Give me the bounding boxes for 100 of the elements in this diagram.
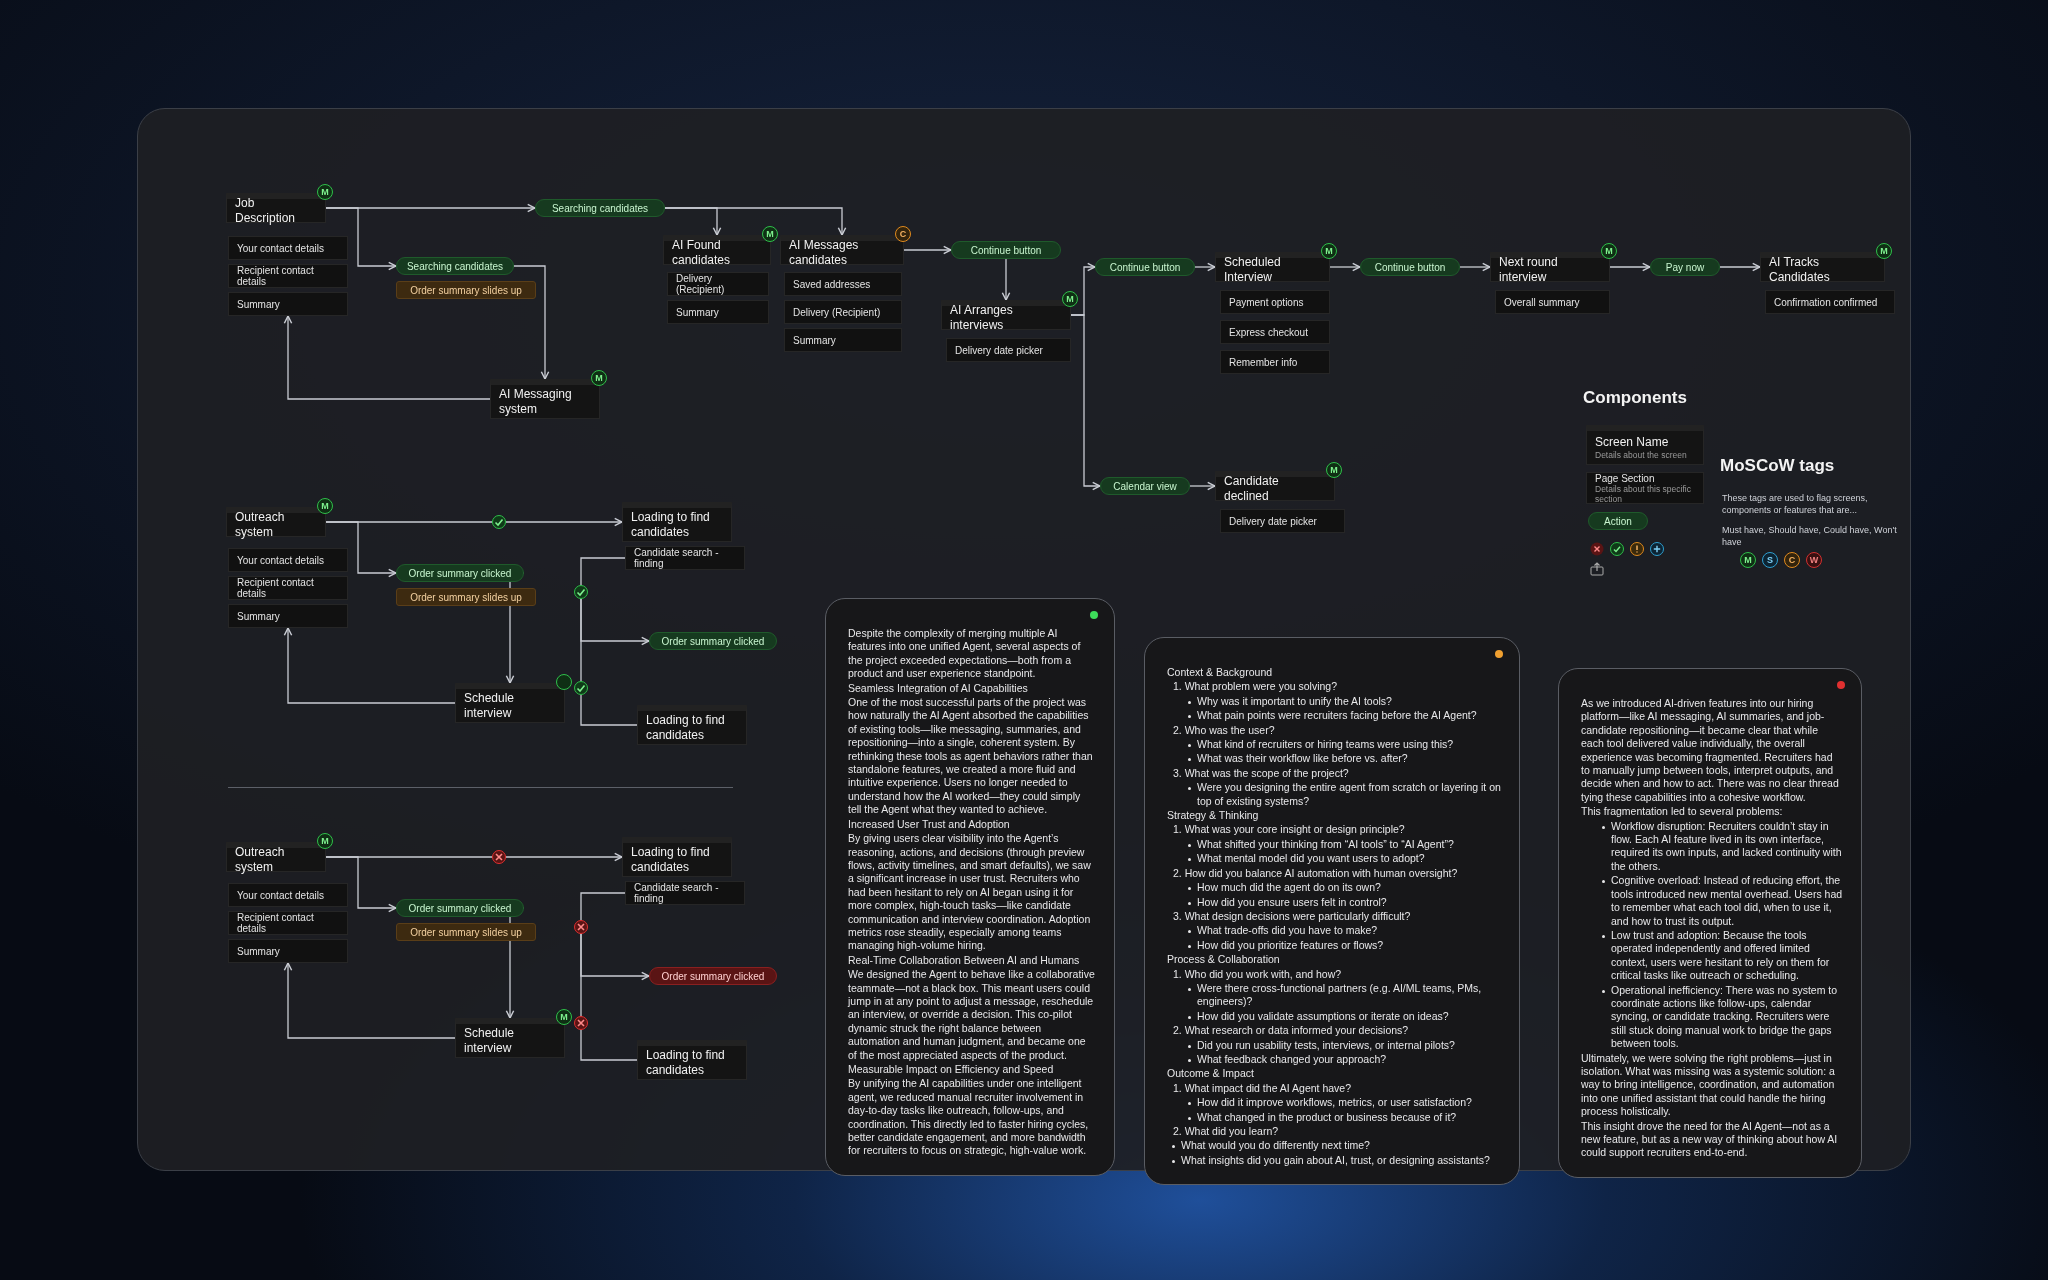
arrow <box>283 315 491 400</box>
bullet-item: Did you run usability tests, interviews, or internal pilots? <box>1167 1038 1501 1052</box>
arrow <box>1194 262 1216 272</box>
action-pill: Order summary clicked <box>649 967 777 985</box>
bullet-item: What feedback changed your approach? <box>1167 1052 1501 1067</box>
arrow <box>1609 262 1651 272</box>
section-card: Recipient contact details <box>228 576 348 600</box>
paragraph: Seamless Integration of AI Capabilities <box>848 681 1029 696</box>
numbered-item: 1. What impact did the AI Agent have? <box>1172 1081 1353 1096</box>
description-text: These tags are used to flag screens, components or features that are... <box>1722 492 1869 517</box>
paragraph: Real-Time Collaboration Between AI and Humans <box>848 953 1081 968</box>
section-card: Delivery (Recipient) <box>667 272 769 296</box>
bullet-item: Were you designing the entire agent from scratch or layering it on top of existing systems? <box>1167 781 1501 809</box>
section-card: Your contact details <box>228 236 348 260</box>
connector-line <box>580 557 626 586</box>
section-card: Delivery date picker <box>1220 509 1345 533</box>
arrow <box>325 521 397 578</box>
section-card: Recipient contact details <box>228 911 348 935</box>
section-card: Summary <box>228 292 348 316</box>
status-pill: Order summary slides up <box>396 923 536 941</box>
connector-line <box>580 892 626 921</box>
paragraph: By unifying the AI capabilities under one intelligent agent, we reduced manual recruiter involvement in day-to-day tasks like outreach, follow-ups, and coordination. This directly led to faster hiring cycles, better candidate engagement, and more bandwidth for recruiters to focus on strategic, high-value work. <box>848 1077 1090 1158</box>
numbered-item: 2. How did you balance AI automation with human oversight? <box>1172 866 1459 881</box>
paragraph: We designed the Agent to behave like a collaborative teammate—not a black box. This meant users could jump in at any point to adjust a message, reschedule an interview, or override a decision. This co-pilot dynamic struck the right balance between automation and human judgment, and became one of the most appreciated aspects of the product. <box>848 968 1096 1062</box>
action-pill: Pay now <box>1650 258 1720 276</box>
screen-description: Details about the screen <box>1595 449 1687 460</box>
section-card: Recipient contact details <box>228 264 348 288</box>
section-heading: Components <box>1583 388 1688 408</box>
section-card: Candidate search - finding <box>625 546 745 570</box>
section-card: Summary <box>667 300 769 324</box>
connector-line <box>580 933 582 1017</box>
bullet-item: What pain points were recruiters facing before the AI Agent? <box>1167 709 1501 723</box>
section-card: Express checkout <box>1220 320 1330 344</box>
section-card: Delivery (Recipient) <box>784 300 902 324</box>
arrow <box>325 856 397 913</box>
arrow <box>1001 258 1011 301</box>
section-heading: MoSCoW tags <box>1720 456 1836 476</box>
bullet-item: What mental model did you want users to adopt? <box>1167 852 1501 866</box>
action-pill: Action <box>1588 512 1648 530</box>
paragraph: By giving users clear visibility into the Agent’s reasoning, actions, and decisions (through preview flows, activity timelines, and smart defaults), we saw a significant increase in user trust. Recruiters who had been hesitant to rely on AI began using it for more complex, high-touch tasks—like candidate communication and interview coordination. Adoption metrics rose steadily, especially among teams managing high-volume hiring. <box>848 832 1092 953</box>
paragraph: Outcome & Impact <box>1167 1067 1255 1081</box>
description-text: Must have, Should have, Could have, Won't have <box>1722 524 1898 549</box>
action-pill: Searching candidates <box>396 257 514 275</box>
bullet-item: What kind of recruiters or hiring teams were using this? <box>1167 738 1501 752</box>
arrow <box>1189 481 1216 491</box>
arrow <box>664 207 847 236</box>
section-card: Summary <box>228 604 348 628</box>
connector-line <box>580 1029 638 1061</box>
arrow <box>1070 314 1101 491</box>
screen-card: Schedule interview <box>455 683 565 723</box>
numbered-item: 3. What was the scope of the project? <box>1172 766 1350 781</box>
action-pill: Continue button <box>1095 258 1195 276</box>
arrow <box>1329 262 1361 272</box>
screen-description: Details about this specific section <box>1595 483 1692 504</box>
arrow <box>1719 262 1761 272</box>
section-card: Your contact details <box>228 548 348 572</box>
screen-title: Screen Name <box>1595 435 1669 450</box>
screen-title: Page Section <box>1595 472 1655 484</box>
numbered-item: 2. What research or data informed your decisions? <box>1172 1024 1410 1038</box>
bullet-item: Workflow disruption: Recruiters couldn’t stay in flow. Each AI feature lived in its own interface, required its own inputs, and lacked continuity with the others. <box>1581 819 1843 874</box>
action-pill: Order summary clicked <box>396 899 524 917</box>
numbered-item: 1. What problem were you solving? <box>1172 680 1338 694</box>
arrow <box>903 245 952 255</box>
bullet-item: Low trust and adoption: Because the tools operated independently and offered limited context, users were hesitant to rely on them for critical tasks like outreach or scheduling. <box>1581 928 1843 983</box>
paragraph: Increased User Trust and Adoption <box>848 817 1011 832</box>
bullet-item: What was their workflow like before vs. after? <box>1167 752 1501 766</box>
bullet-item: How did you ensure users felt in control? <box>1167 895 1501 909</box>
bullet-item: What insights did you gain about AI, trust, or designing assistants? <box>1167 1153 1501 1168</box>
bullet-item: Cognitive overload: Instead of reducing effort, the tools introduced new mental overhead. Users had to remember what each tool did, when to use it, and how to trust its output. <box>1581 874 1843 928</box>
paragraph: Measurable Impact on Efficiency and Speed <box>848 1063 1055 1077</box>
paragraph: One of the most successful parts of the project was how naturally the AI Agent absorbed the capabilities of existing tools—like messaging, summaries, and repositioning—into a single, coherent system. By rethinking these tools as agent behaviors rather than standalone features, we created a more fluid and intuitive experience. Users no longer needed to understand how the AI worked—they could simply tell the Agent what they wanted to achieve. <box>848 696 1094 817</box>
paragraph: Context & Background <box>1167 666 1274 680</box>
section-card: Remember info <box>1220 350 1330 374</box>
screen-card: Loading to find candidates <box>637 705 747 745</box>
arrow <box>283 962 456 1039</box>
action-pill: Continue button <box>1360 258 1460 276</box>
numbered-item: 2. What did you learn? <box>1172 1125 1280 1139</box>
arrow <box>325 207 397 271</box>
action-pill: Order summary clicked <box>396 564 524 582</box>
paragraph: Ultimately, we were solving the right problems—just in isolation. What was missing was a systemic solution: a way to bring intelligence, coordination, and automation into one unified assistant that could handle the hiring process holistically. <box>1581 1051 1836 1119</box>
arrow <box>1459 262 1491 272</box>
paragraph: As we introduced AI-driven features into our hiring platform—like AI messaging, AI summaries, and job-candidate repositioning—it became clear that while each tool delivered value individually, the overall experience was becoming fragmented. Recruiters had to manually jump between tools, interpret outputs, and decide when and how to act. There was no clear thread tying these capabilities into a cohesive workflow. <box>1581 697 1840 805</box>
bullet-item: Why was it important to unify the AI tools? <box>1167 694 1501 709</box>
screen-card: Loading to find candidates <box>622 502 732 542</box>
section-card: Payment options <box>1220 290 1330 314</box>
section-card: Overall summary <box>1495 290 1610 314</box>
bullet-item: How did you prioritize features or flows? <box>1167 938 1501 953</box>
bullet-item: How did you validate assumptions or iterate on ideas? <box>1167 1009 1501 1024</box>
numbered-item: 1. What was your core insight or design principle? <box>1172 823 1406 837</box>
section-card: Saved addresses <box>784 272 902 296</box>
paragraph: Process & Collaboration <box>1167 953 1281 967</box>
numbered-item: 3. What design decisions were particularly difficult? <box>1172 909 1412 924</box>
bullet-item: How did it improve workflows, metrics, or user satisfaction? <box>1167 1096 1501 1110</box>
section-card: Summary <box>784 328 902 352</box>
section-card: Your contact details <box>228 883 348 907</box>
section-card: Summary <box>228 939 348 963</box>
section-card: Confirmation confirmed <box>1765 290 1895 314</box>
paragraph: This fragmentation led to several problems: <box>1581 805 1784 819</box>
arrow <box>505 852 623 862</box>
arrow <box>505 517 623 527</box>
